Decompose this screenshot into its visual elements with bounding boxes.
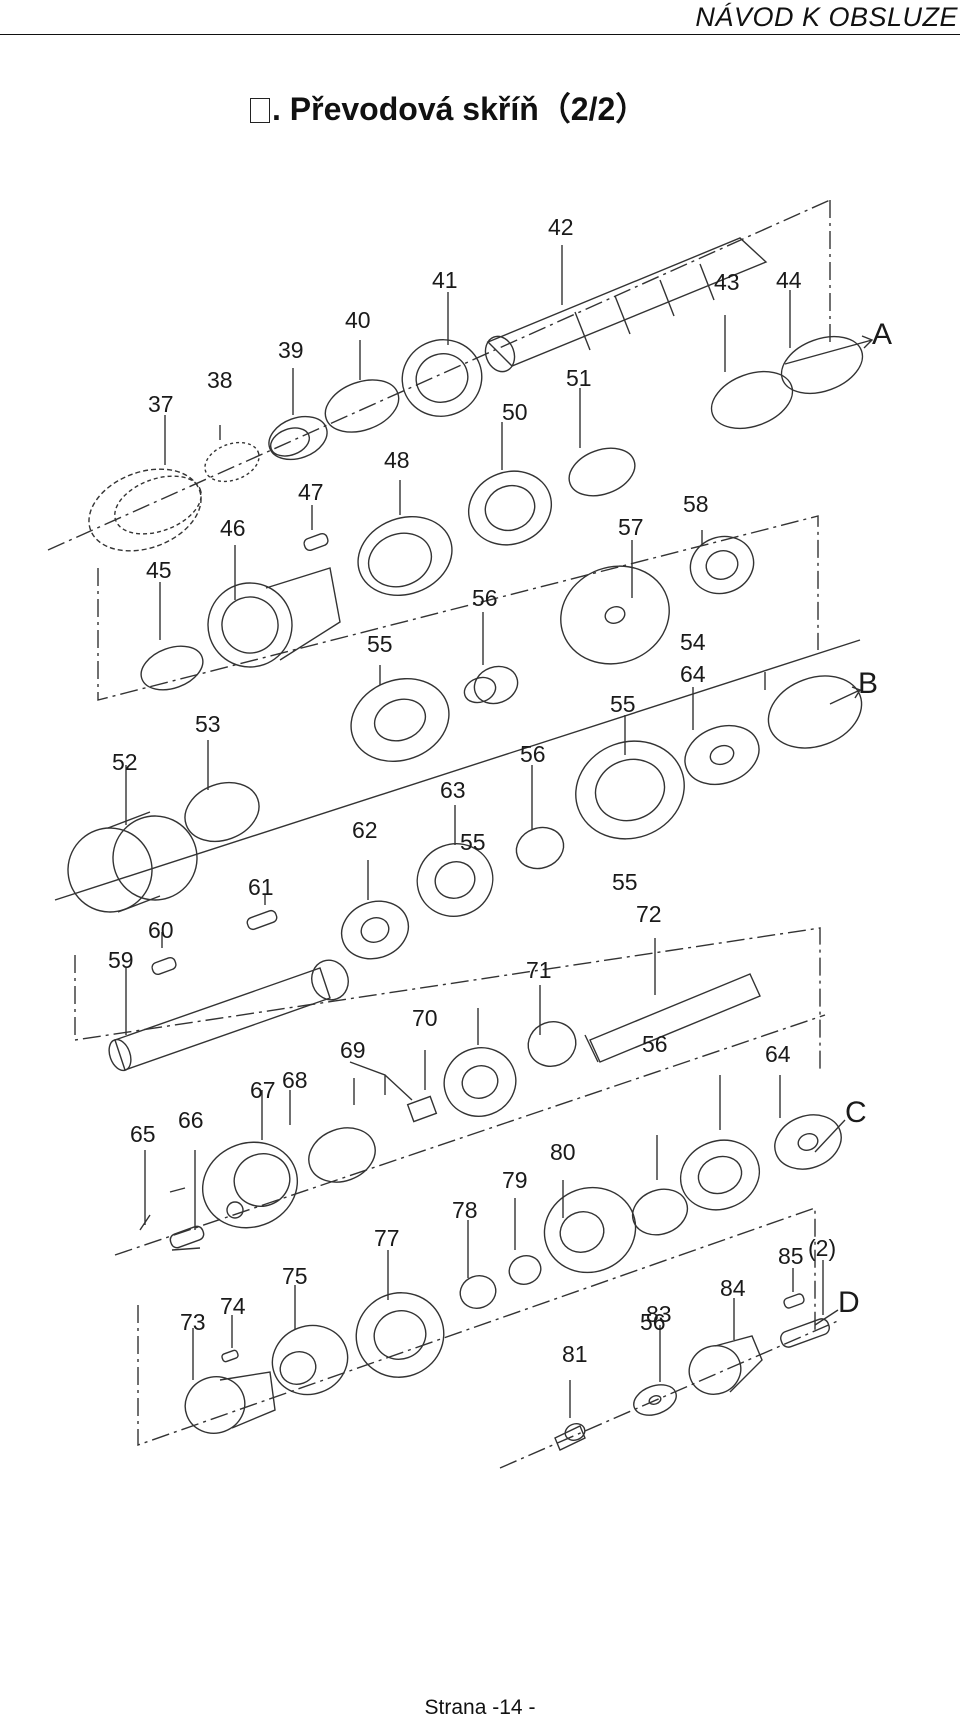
page-footer: Strana -14 - xyxy=(424,1696,536,1719)
part-number-label: 56 xyxy=(520,741,546,767)
part-number-label: 68 xyxy=(282,1067,308,1093)
part-number-label: 39 xyxy=(278,337,304,363)
part-number-label: 42 xyxy=(548,214,574,240)
diagram-labels: 37 38 39 40 41 42 43 44 45 46 47 48 50 51 52 53 54 55 55 55… xyxy=(108,214,892,1367)
part-number-label: 62 xyxy=(352,817,378,843)
part-number-label: 57 xyxy=(618,514,644,540)
square-box-icon xyxy=(250,98,270,123)
part-number-label: 72 xyxy=(636,901,662,927)
section-letter-label: C xyxy=(845,1096,867,1129)
part-number-label: 38 xyxy=(207,367,233,393)
part-number-label: 56 xyxy=(472,585,498,611)
diagram-lines xyxy=(47,199,874,1469)
part-number-label: 65 xyxy=(130,1121,156,1147)
page-title: . Převodová skříň（2/2） xyxy=(250,84,647,130)
page-title-text: . Převodová skříň（2/2） xyxy=(272,91,648,127)
section-letter-label: D xyxy=(838,1286,860,1319)
part-number-label: 74 xyxy=(220,1293,246,1319)
part-number-label: 55 xyxy=(612,869,638,895)
part-number-label: 71 xyxy=(526,957,552,983)
part-number-label: 37 xyxy=(148,391,174,417)
section-letter-label: A xyxy=(872,318,892,351)
part-number-label: (2) xyxy=(808,1235,836,1261)
part-number-label: 80 xyxy=(550,1139,576,1165)
part-number-label: 73 xyxy=(180,1309,206,1335)
part-number-label: 47 xyxy=(298,479,324,505)
part-number-label: 79 xyxy=(502,1167,528,1193)
part-number-label: 60 xyxy=(148,917,174,943)
part-number-label: 64 xyxy=(680,661,706,687)
part-number-label: 63 xyxy=(440,777,466,803)
part-number-label: 56 xyxy=(640,1309,666,1335)
part-number-label: 52 xyxy=(112,749,138,775)
part-number-label: 41 xyxy=(432,267,458,293)
part-number-label: 44 xyxy=(776,267,802,293)
part-number-label: 50 xyxy=(502,399,528,425)
part-number-label: 67 xyxy=(250,1077,276,1103)
part-number-label: 56 xyxy=(642,1031,668,1057)
part-number-label: 78 xyxy=(452,1197,478,1223)
part-number-label: 58 xyxy=(683,491,709,517)
part-number-label: 55 xyxy=(460,829,486,855)
section-letter-label: B xyxy=(858,667,878,700)
part-number-label: 55 xyxy=(610,691,636,717)
part-number-label: 70 xyxy=(412,1005,438,1031)
part-number-label: 84 xyxy=(720,1275,746,1301)
part-number-label: 59 xyxy=(108,947,134,973)
part-number-label: 81 xyxy=(562,1341,588,1367)
part-number-label: 75 xyxy=(282,1263,308,1289)
part-number-label: 55 xyxy=(367,631,393,657)
header-title: NÁVOD K OBSLUZE xyxy=(695,2,958,32)
part-number-label: 40 xyxy=(345,307,371,333)
part-number-label: 69 xyxy=(340,1037,366,1063)
part-number-label: 83 xyxy=(646,1301,672,1327)
part-number-label: 64 xyxy=(765,1041,791,1067)
part-number-label: 51 xyxy=(566,365,592,391)
part-number-label: 43 xyxy=(714,269,740,295)
part-number-label: 53 xyxy=(195,711,221,737)
part-number-label: 54 xyxy=(680,629,706,655)
part-number-label: 85 xyxy=(778,1243,804,1269)
part-number-label: 77 xyxy=(374,1225,400,1251)
part-number-label: 48 xyxy=(384,447,410,473)
part-number-label: 45 xyxy=(146,557,172,583)
header-rule xyxy=(0,34,960,35)
part-number-label: 61 xyxy=(248,874,274,900)
part-number-label: 46 xyxy=(220,515,246,541)
part-number-label: 66 xyxy=(178,1107,204,1133)
